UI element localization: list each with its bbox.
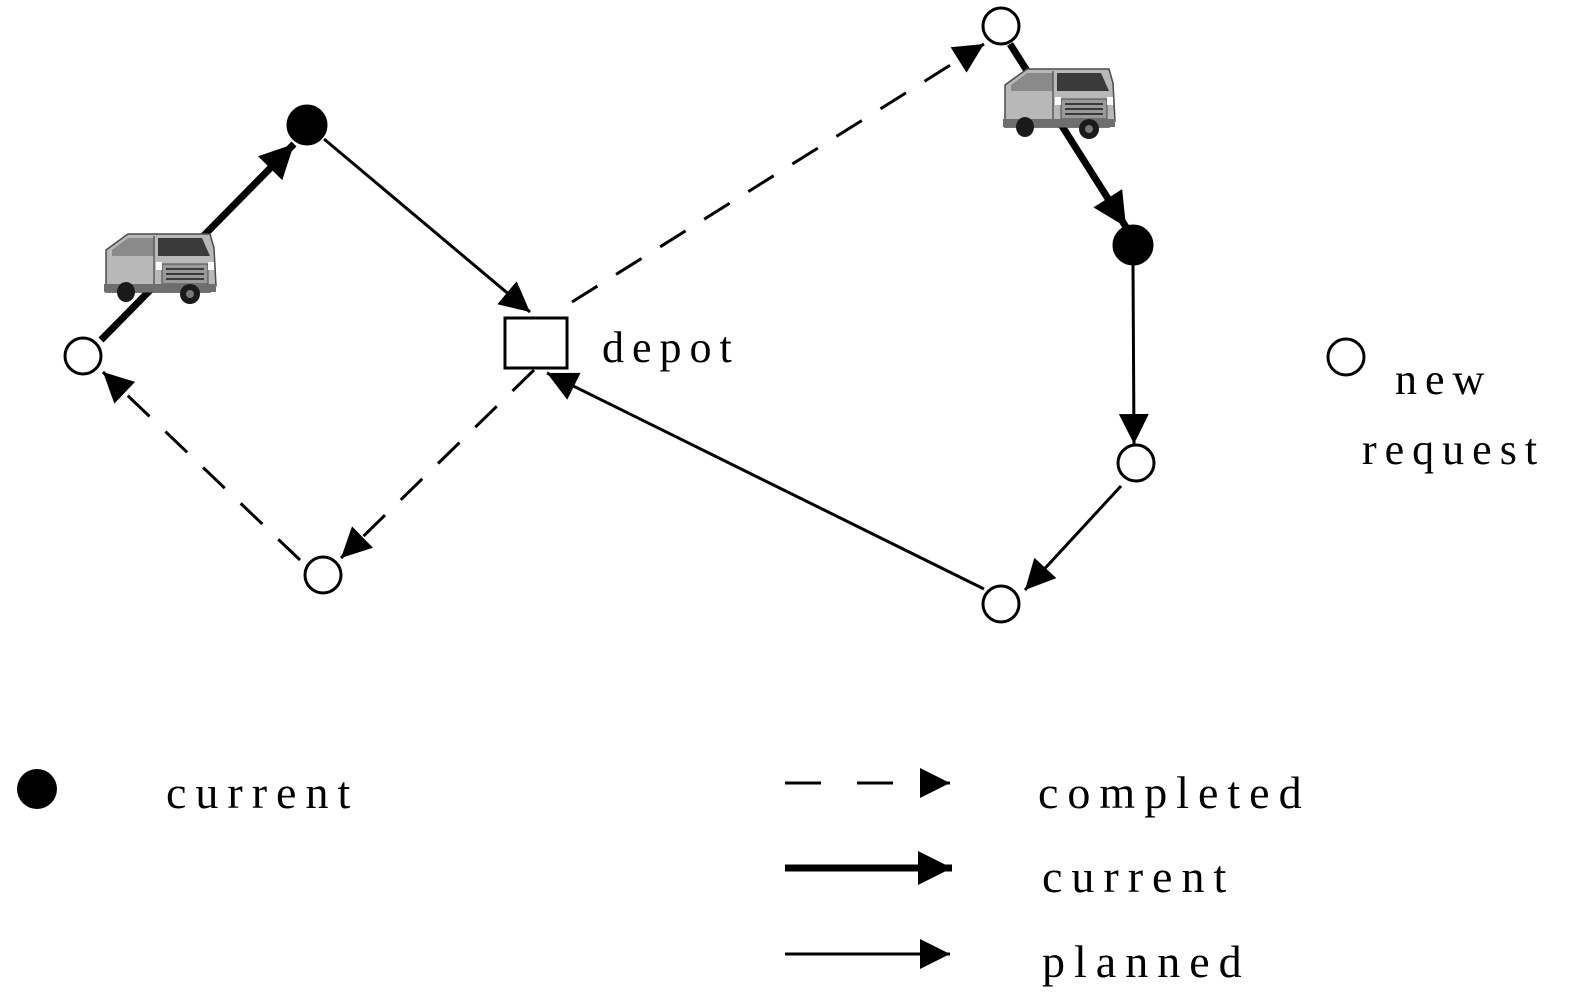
edge-planned [323, 137, 531, 314]
edge-completed [339, 368, 536, 560]
van-icon [1002, 68, 1116, 140]
node-new-request-icon [1326, 337, 1366, 377]
edge-completed [571, 42, 985, 304]
node-request [63, 336, 103, 376]
edge-completed [101, 370, 302, 562]
edge-planned [546, 371, 985, 591]
depot-label: depot [602, 323, 740, 372]
legend-current-label: current [1042, 851, 1235, 902]
node-request [1116, 443, 1156, 483]
legend: current completed current planned [17, 767, 1311, 987]
edge-planned [1023, 484, 1123, 592]
new-request-label-line2: request [1362, 425, 1545, 474]
depot-icon [503, 316, 569, 370]
legend-node-current-icon [17, 769, 57, 809]
van-icon [103, 233, 217, 305]
node-current-icon [1112, 224, 1154, 266]
node-request [303, 555, 343, 595]
edge-planned [1118, 264, 1149, 445]
legend-node-current-label: current [166, 767, 359, 818]
legend-completed-label: completed [1038, 767, 1311, 818]
node-current-icon [286, 104, 328, 146]
node-request [981, 584, 1021, 624]
legend-planned-label: planned [1042, 936, 1251, 987]
node-request [981, 6, 1021, 46]
new-request-label-line1: new [1395, 355, 1492, 404]
